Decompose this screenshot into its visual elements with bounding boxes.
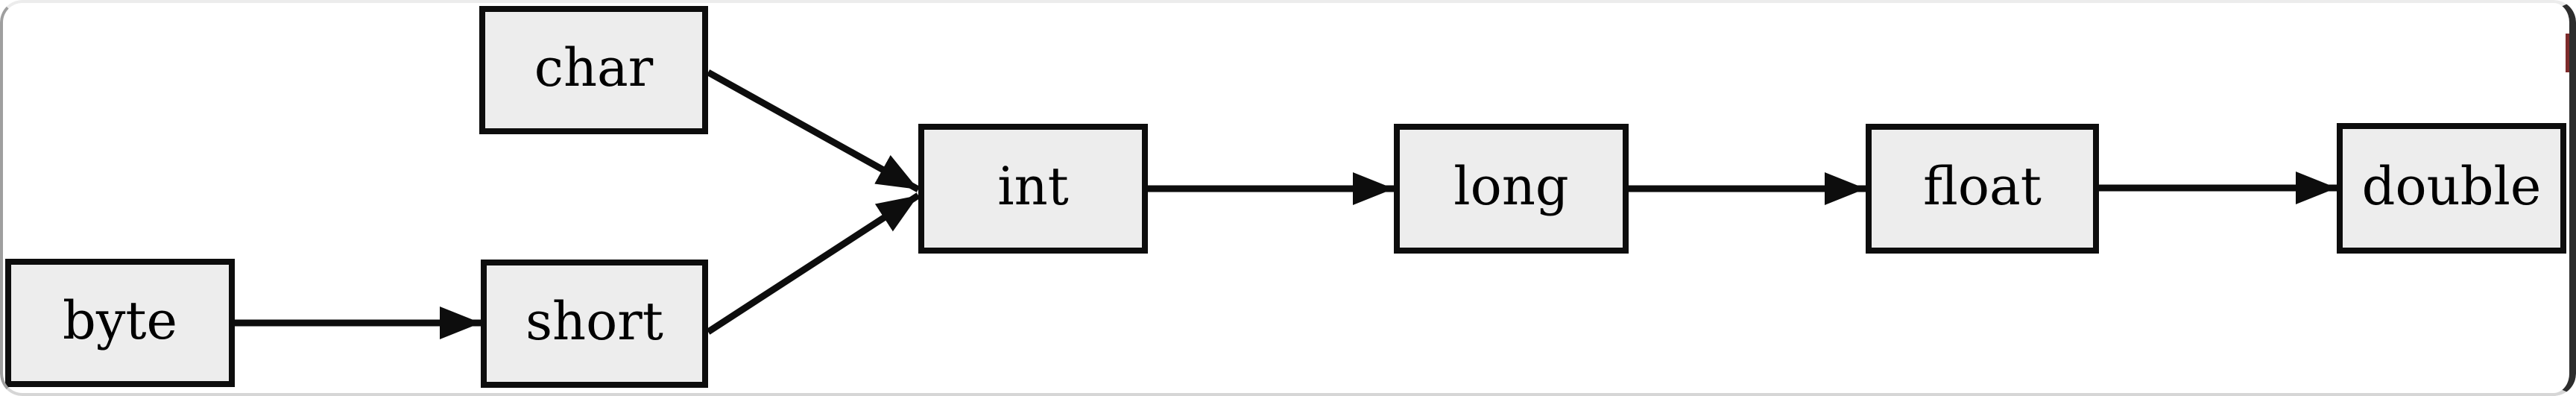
node-float: float bbox=[1866, 124, 2099, 254]
node-short: short bbox=[481, 260, 708, 388]
node-label: char bbox=[534, 37, 654, 98]
node-label: double bbox=[2361, 155, 2542, 217]
node-double: double bbox=[2337, 123, 2566, 254]
node-int: int bbox=[918, 124, 1148, 254]
node-byte: byte bbox=[5, 259, 235, 387]
node-label: long bbox=[1453, 156, 1569, 217]
node-long: long bbox=[1394, 124, 1629, 254]
edge-char-int bbox=[706, 69, 921, 192]
node-label: byte bbox=[63, 290, 177, 351]
node-label: float bbox=[1923, 156, 2042, 217]
node-char: char bbox=[479, 6, 708, 134]
node-label: int bbox=[997, 156, 1069, 217]
node-label: short bbox=[525, 291, 663, 352]
edge-short-int bbox=[706, 192, 921, 335]
